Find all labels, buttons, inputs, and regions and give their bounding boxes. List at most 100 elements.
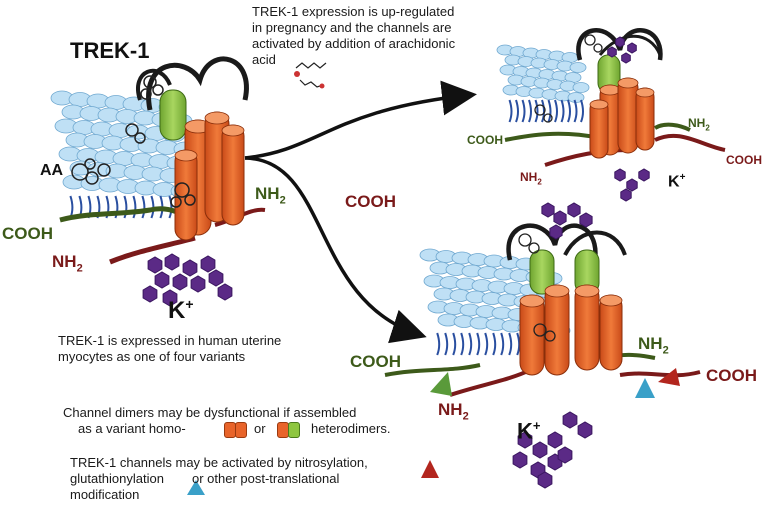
potassium-ion — [548, 432, 562, 448]
lipid-tail — [555, 100, 557, 122]
lipid-tail — [517, 333, 519, 355]
helix-top — [600, 295, 622, 306]
potassium-ion — [628, 43, 637, 53]
potassium-cluster-activated — [615, 169, 649, 201]
potassium-ion — [165, 254, 179, 270]
helix-top — [600, 85, 620, 95]
main-helices — [175, 112, 244, 240]
green-triangle-icon — [430, 372, 452, 396]
lipid-tail — [477, 333, 479, 355]
main-nh2-label: NH2 — [52, 252, 83, 274]
lipid-tail — [445, 333, 447, 355]
lipid-tail — [437, 333, 439, 355]
lipid-tail — [485, 333, 487, 355]
dimer-helices — [520, 285, 622, 375]
potassium-ion — [568, 203, 580, 217]
lipid-tail — [509, 333, 511, 355]
blue-triangle-icon — [635, 378, 655, 398]
potassium-ion — [558, 447, 572, 463]
lipid-tail — [453, 333, 455, 355]
potassium-ion — [621, 189, 631, 201]
lipid-tail — [70, 196, 72, 218]
main-k-label: K+ — [168, 296, 194, 325]
helix-top — [636, 88, 654, 97]
helix-top — [205, 112, 229, 124]
helix-top — [618, 78, 638, 88]
potassium-ion — [580, 213, 592, 227]
caption-modifications: TREK-1 channels may be activated by nitr… — [70, 455, 450, 503]
potassium-ion — [550, 225, 562, 239]
lipid-tail — [516, 100, 518, 122]
helix — [545, 285, 569, 375]
act-k-label: K+ — [668, 172, 685, 191]
potassium-ion — [542, 203, 554, 217]
helix-top — [520, 295, 544, 307]
lipid-tail — [549, 100, 551, 122]
lipid-tail — [536, 100, 538, 122]
aa-label: AA — [40, 162, 63, 180]
potassium-ion — [148, 257, 162, 273]
dim-cooh-right-label: COOH — [706, 366, 757, 386]
helix-top — [590, 100, 608, 109]
potassium-ion — [554, 211, 566, 225]
potassium-ion — [627, 179, 637, 191]
lipid-tail — [461, 333, 463, 355]
helix — [222, 125, 244, 225]
lipid-tail — [529, 100, 531, 122]
main-cooh-label: COOH — [2, 224, 53, 244]
lipid-tail — [142, 196, 144, 218]
potassium-ion — [183, 260, 197, 276]
helix-top — [222, 125, 244, 136]
potassium-ion — [173, 274, 187, 290]
main-cooh-right-label: COOH — [345, 192, 396, 212]
dim-cooh-label: COOH — [350, 352, 401, 372]
potassium-ion — [533, 442, 547, 458]
lipid-tail — [575, 100, 577, 122]
lipid-head — [570, 63, 586, 73]
caption-dimers: Channel dimers may be dysfunctional if a… — [63, 405, 423, 437]
lipid-tail — [568, 100, 570, 122]
potassium-ion — [608, 47, 617, 57]
dim-k-label: K+ — [517, 418, 540, 444]
lipid-head — [573, 83, 589, 93]
potassium-ion — [513, 452, 527, 468]
potassium-ion — [191, 276, 205, 292]
helix — [575, 285, 599, 370]
arrow-to-activated-channel — [245, 95, 470, 158]
act-cooh-right-label: COOH — [726, 153, 762, 167]
potassium-ion — [622, 53, 631, 63]
helix-top — [545, 285, 569, 297]
potassium-ion — [578, 422, 592, 438]
potassium-ion — [615, 169, 625, 181]
potassium-ion — [209, 270, 223, 286]
helix — [618, 78, 638, 153]
trek1-title-label: TREK-1 — [70, 38, 149, 64]
activated-helices — [590, 78, 654, 158]
lipid-tail — [562, 100, 564, 122]
lipid-tail — [501, 333, 503, 355]
potassium-ion — [538, 472, 552, 488]
dim-nh2-label: NH2 — [438, 400, 469, 422]
potassium-ion — [218, 284, 232, 300]
caption-variants: TREK-1 is expressed in human uterine myo… — [58, 333, 378, 365]
green-heterodimer-swatch — [288, 422, 300, 438]
helix-top — [175, 150, 197, 161]
lipid-tail — [523, 100, 525, 122]
potassium-ion — [639, 169, 649, 181]
potassium-ion — [143, 286, 157, 302]
dim-nh2-right-label: NH2 — [638, 334, 669, 356]
potassium-ion — [616, 37, 625, 47]
helix-top — [575, 285, 599, 297]
main-channel-graphic — [51, 59, 265, 306]
lipid-tail — [493, 333, 495, 355]
main-nh2-right-label: NH2 — [255, 184, 286, 206]
caption-pregnancy: TREK-1 expression is up-regulated in pre… — [252, 4, 552, 68]
lipid-tail — [469, 333, 471, 355]
lipid-tail — [133, 196, 135, 218]
potassium-ion — [201, 256, 215, 272]
lipid-tail — [510, 100, 512, 122]
potassium-ion — [155, 272, 169, 288]
orange-homodimer-swatch-2 — [235, 422, 247, 438]
red-triangle-icon — [658, 368, 680, 386]
potassium-ion — [563, 412, 577, 428]
